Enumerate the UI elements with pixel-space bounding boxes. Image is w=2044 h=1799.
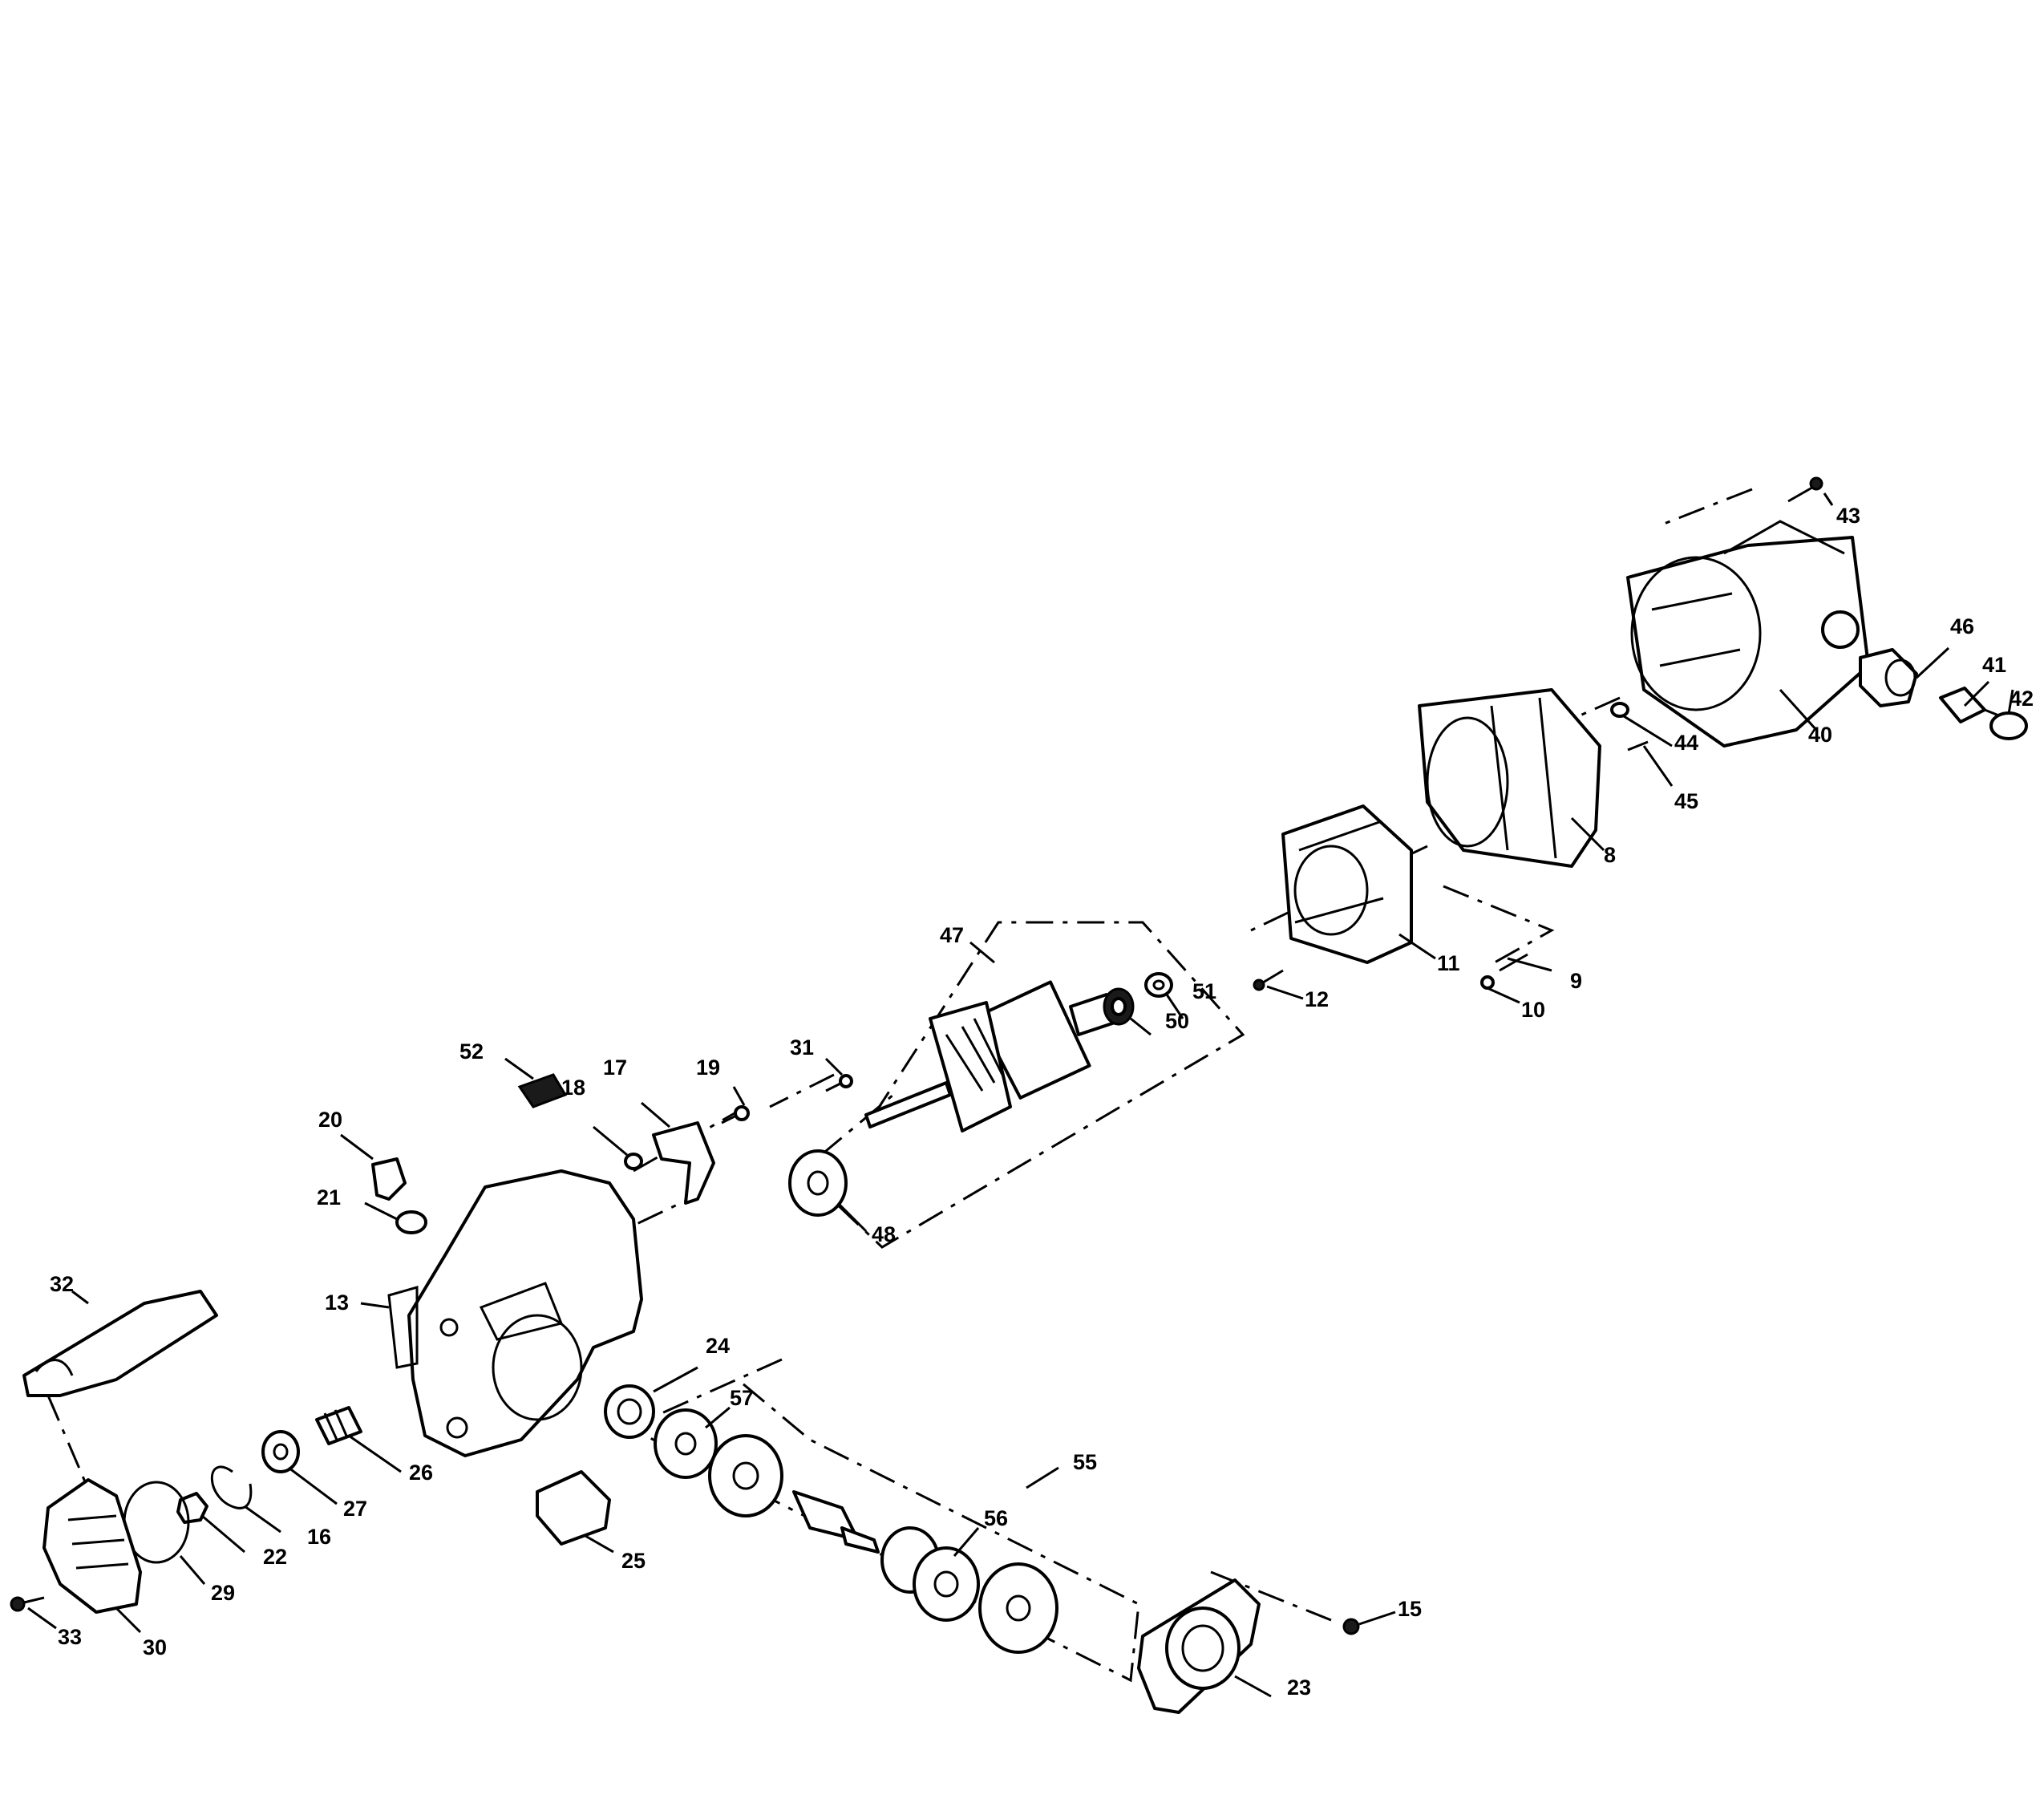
label-16: 16	[307, 1525, 331, 1549]
label-46: 46	[1950, 614, 1974, 638]
label-18: 18	[561, 1076, 585, 1100]
part-bracket	[652, 1121, 715, 1205]
label-15: 15	[1398, 1597, 1422, 1621]
label-23: 23	[1287, 1675, 1311, 1700]
part-spindle-bearing	[261, 1430, 300, 1473]
label-13: 13	[325, 1290, 349, 1315]
label-42: 42	[2010, 687, 2034, 711]
part-spindle	[315, 1406, 362, 1445]
assembly-dashed-lines	[47, 488, 1753, 1683]
part-plug	[371, 1157, 407, 1201]
label-29: 29	[211, 1581, 235, 1605]
label-31: 31	[790, 1035, 814, 1060]
part-gear-housing	[387, 1169, 643, 1457]
label-19: 19	[696, 1055, 720, 1080]
part-housing-screw	[1787, 476, 1823, 503]
label-8: 8	[1604, 843, 1616, 867]
part-plate-screw	[1342, 1618, 1360, 1635]
label-27: 27	[343, 1497, 367, 1521]
label-25: 25	[621, 1549, 646, 1573]
part-brush-cap	[1989, 711, 2028, 740]
part-motor-housing	[1626, 520, 1870, 748]
part-gear-cover	[42, 1478, 142, 1614]
label-55: 55	[1073, 1450, 1097, 1474]
part-field-case	[1418, 688, 1601, 868]
label-45: 45	[1674, 789, 1698, 813]
part-o-ring	[395, 1210, 427, 1234]
label-33: 33	[58, 1625, 82, 1649]
label-9: 9	[1570, 969, 1582, 993]
label-41: 41	[1982, 653, 2006, 677]
label-56: 56	[984, 1506, 1008, 1530]
label-24: 24	[706, 1334, 730, 1358]
label-leaders	[27, 492, 2014, 1698]
part-seal-plate	[536, 1470, 611, 1546]
part-ring-gear	[604, 1384, 655, 1439]
part-brush-block	[517, 1073, 568, 1108]
label-17: 17	[603, 1055, 627, 1080]
part-cover-screw	[10, 1596, 45, 1612]
label-40: 40	[1808, 723, 1832, 747]
part-chain-guard	[22, 1290, 218, 1397]
label-26: 26	[409, 1461, 433, 1485]
label-43: 43	[1836, 504, 1860, 528]
label-22: 22	[263, 1545, 287, 1569]
label-52: 52	[459, 1039, 484, 1064]
label-10: 10	[1521, 998, 1545, 1022]
part-brush-holder	[1859, 648, 1918, 707]
part-bearing-plate	[1137, 1578, 1261, 1714]
label-44: 44	[1674, 731, 1698, 755]
label-30: 30	[143, 1635, 167, 1659]
part-stator-screws	[1253, 953, 1528, 991]
part-armature	[864, 980, 1116, 1132]
label-57: 57	[730, 1386, 754, 1410]
label-47: 47	[940, 923, 964, 947]
label-11: 11	[1437, 951, 1460, 975]
label-51: 51	[1192, 979, 1216, 1003]
part-armature-bearing	[1103, 987, 1135, 1026]
label-20: 20	[318, 1108, 342, 1132]
label-12: 12	[1305, 987, 1329, 1011]
part-labels: 43 46 41 42 40 44 45 8 11 9 10 12 47 51 …	[50, 504, 2034, 1700]
label-32: 32	[50, 1272, 74, 1296]
part-armature-washer	[1144, 972, 1173, 998]
label-48: 48	[872, 1222, 896, 1246]
part-retaining-clip	[210, 1465, 253, 1509]
part-o-ring-small	[624, 1153, 643, 1170]
part-small-screws	[721, 1074, 853, 1124]
part-stator	[1281, 804, 1413, 964]
part-washer-and-pin	[1610, 702, 1649, 752]
part-gear-assembly	[654, 1408, 1058, 1654]
part-bearing	[788, 1149, 848, 1217]
part-nut	[176, 1492, 208, 1524]
label-50: 50	[1165, 1009, 1189, 1033]
label-21: 21	[317, 1185, 341, 1209]
